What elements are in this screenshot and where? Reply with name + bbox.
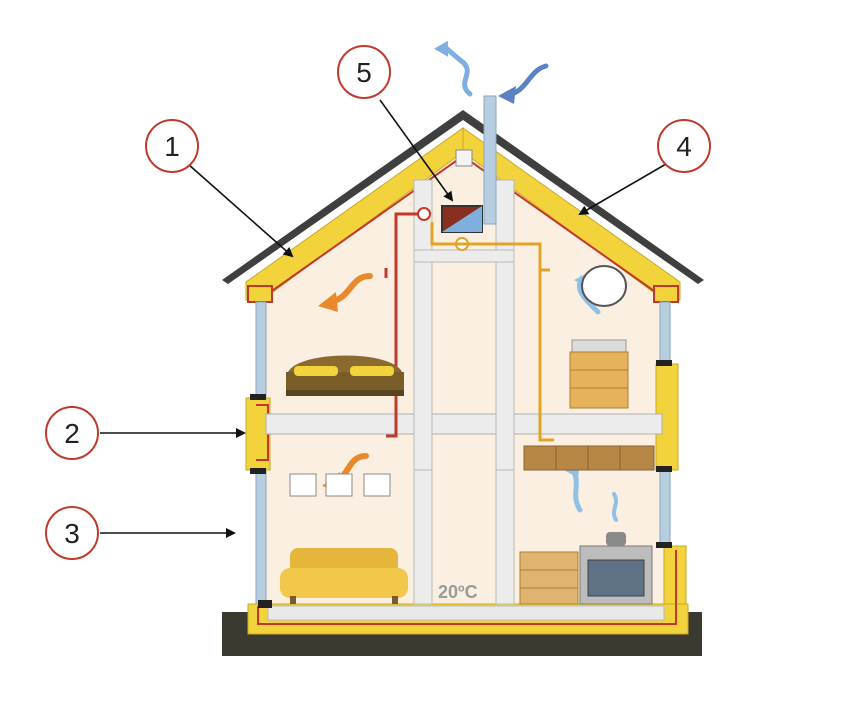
exhaust-arrow-head	[434, 40, 448, 57]
callout-1: 1	[145, 119, 199, 173]
stairwell-column-left-lower	[413, 469, 433, 605]
sofa	[280, 548, 408, 604]
callout-1-leader	[187, 163, 294, 258]
supply-duct	[386, 212, 418, 438]
stairwell-column-left	[413, 179, 433, 471]
callout-4-leader	[578, 163, 667, 216]
warm-air-head-bedroom	[318, 292, 338, 312]
callout-2: 2	[45, 406, 99, 460]
callout-3: 3	[45, 506, 99, 560]
bed	[286, 355, 404, 396]
wall-vent-3	[363, 473, 391, 497]
wall-vent-2	[325, 473, 353, 497]
left-junction-top-cap	[250, 394, 266, 400]
callout-5: 5	[337, 45, 391, 99]
floor-membrane	[257, 550, 677, 625]
exhaust-air-arrow	[443, 45, 473, 97]
wall-right-upper	[659, 301, 671, 367]
wall-left-upper	[255, 301, 267, 397]
stairwell-column-right-lower	[495, 469, 515, 605]
stairwell-column-right	[495, 179, 515, 471]
right-upper-cap	[656, 360, 672, 366]
callout-4: 4	[657, 119, 711, 173]
kitchen-steam	[612, 492, 618, 522]
bathroom-sink-cabinet	[569, 339, 629, 409]
wall-vent-1	[289, 473, 317, 497]
stairwell-header	[413, 249, 515, 263]
callout-5-label: 5	[356, 57, 372, 88]
temperature-label: 20ºC	[438, 582, 478, 602]
intermediate-floor	[265, 413, 663, 435]
bathroom-mirror	[581, 265, 627, 307]
attic-vent	[455, 149, 473, 167]
wall-left-lower	[255, 469, 267, 611]
right-mid-cap	[656, 466, 672, 472]
callout-1-label: 1	[164, 131, 180, 162]
kitchen-base-cabinet	[519, 551, 579, 605]
callout-3-label: 3	[64, 518, 80, 549]
callout-5-leader	[379, 99, 454, 202]
hru-exchanger-face	[442, 206, 482, 232]
floor-left-cap	[258, 600, 272, 608]
intake-arrow-head	[498, 86, 516, 104]
eave-right	[653, 285, 679, 303]
kitchen-wall-cabinets	[523, 445, 655, 471]
intake-air-arrow	[509, 63, 549, 97]
callout-4-label: 4	[676, 131, 692, 162]
callout-2-label: 2	[64, 418, 80, 449]
kitchen-oven	[579, 532, 653, 605]
wall-right-mid	[659, 467, 671, 547]
eave-left	[247, 285, 273, 303]
extract-duct	[430, 222, 554, 442]
hru-supply-fan	[417, 207, 431, 221]
right-lower-cap	[656, 542, 672, 548]
floor-slab	[267, 605, 665, 621]
ventilation-stack	[483, 95, 497, 225]
left-junction-bottom-cap	[250, 468, 266, 474]
